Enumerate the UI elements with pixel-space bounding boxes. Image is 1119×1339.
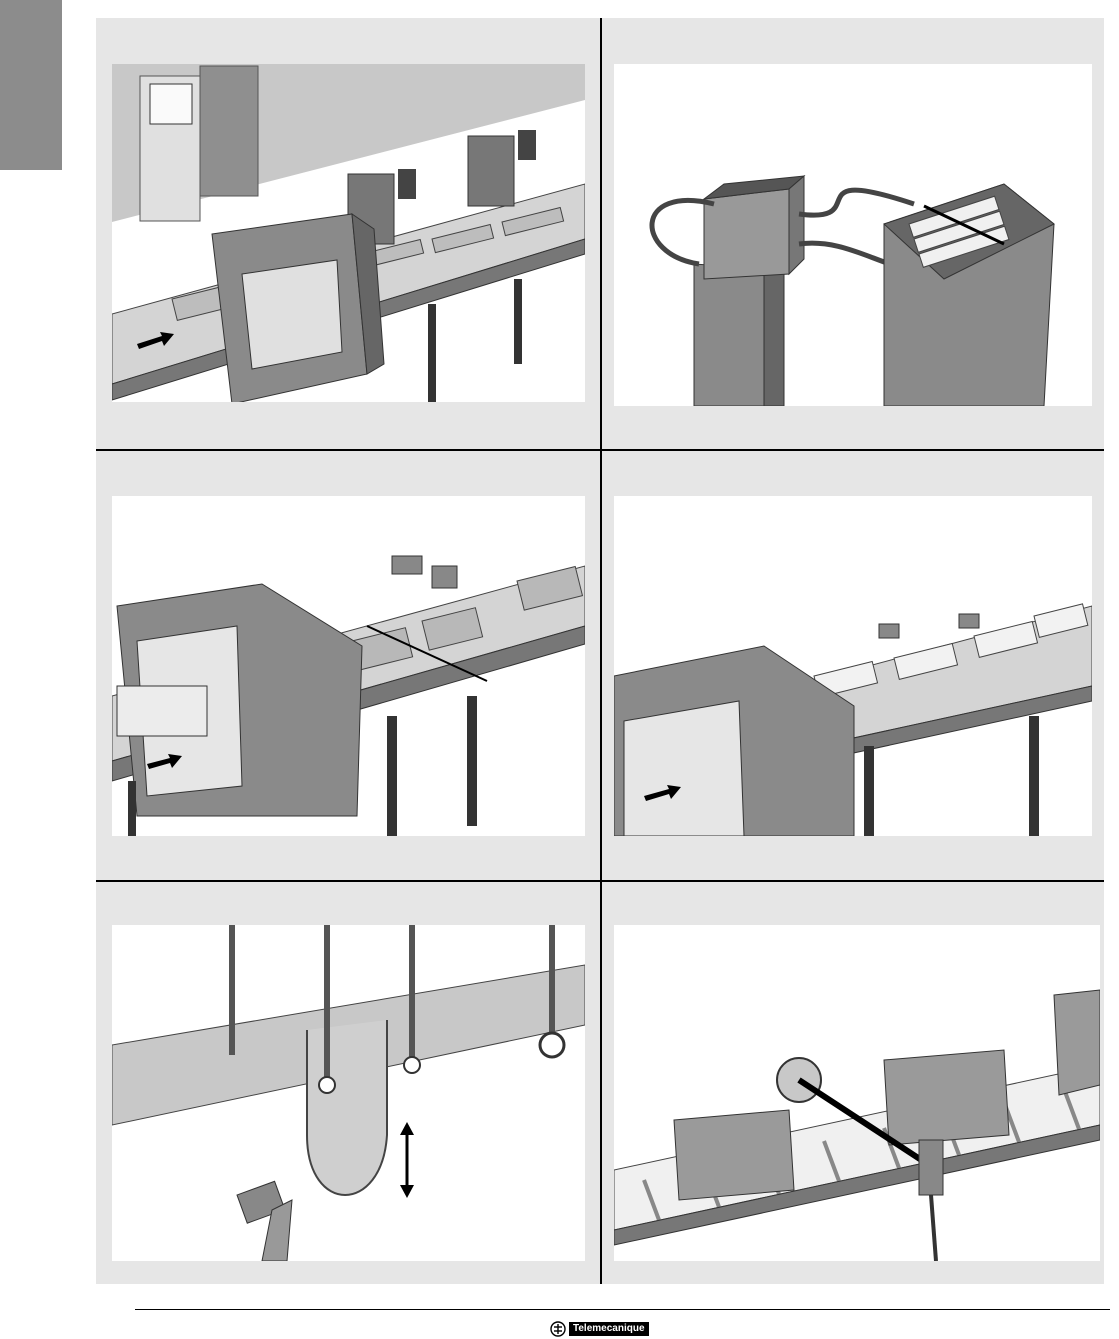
conveyor-labels-illustration: [614, 496, 1092, 836]
conveyor-food-trays-illustration: [112, 496, 585, 836]
fibre-optic-amplifier-hopper-illustration: [614, 64, 1092, 406]
footer-rule: [135, 1309, 1110, 1310]
brand-logo: Telemecanique: [550, 1321, 649, 1337]
side-tab: [0, 0, 62, 170]
grid-divider-vertical: [600, 18, 602, 1284]
grid-divider-horizontal-2: [96, 880, 1104, 882]
brand-name: Telemecanique: [569, 1322, 649, 1336]
grid-divider-horizontal-1: [96, 449, 1104, 451]
illustration-grid: [96, 18, 1104, 1284]
web-loop-sensor-illustration: [112, 925, 585, 1261]
conveyor-metal-detector-illustration: [112, 64, 585, 402]
roller-conveyor-boxes-illustration: [614, 925, 1100, 1261]
telemecanique-logo-icon: [550, 1321, 566, 1337]
